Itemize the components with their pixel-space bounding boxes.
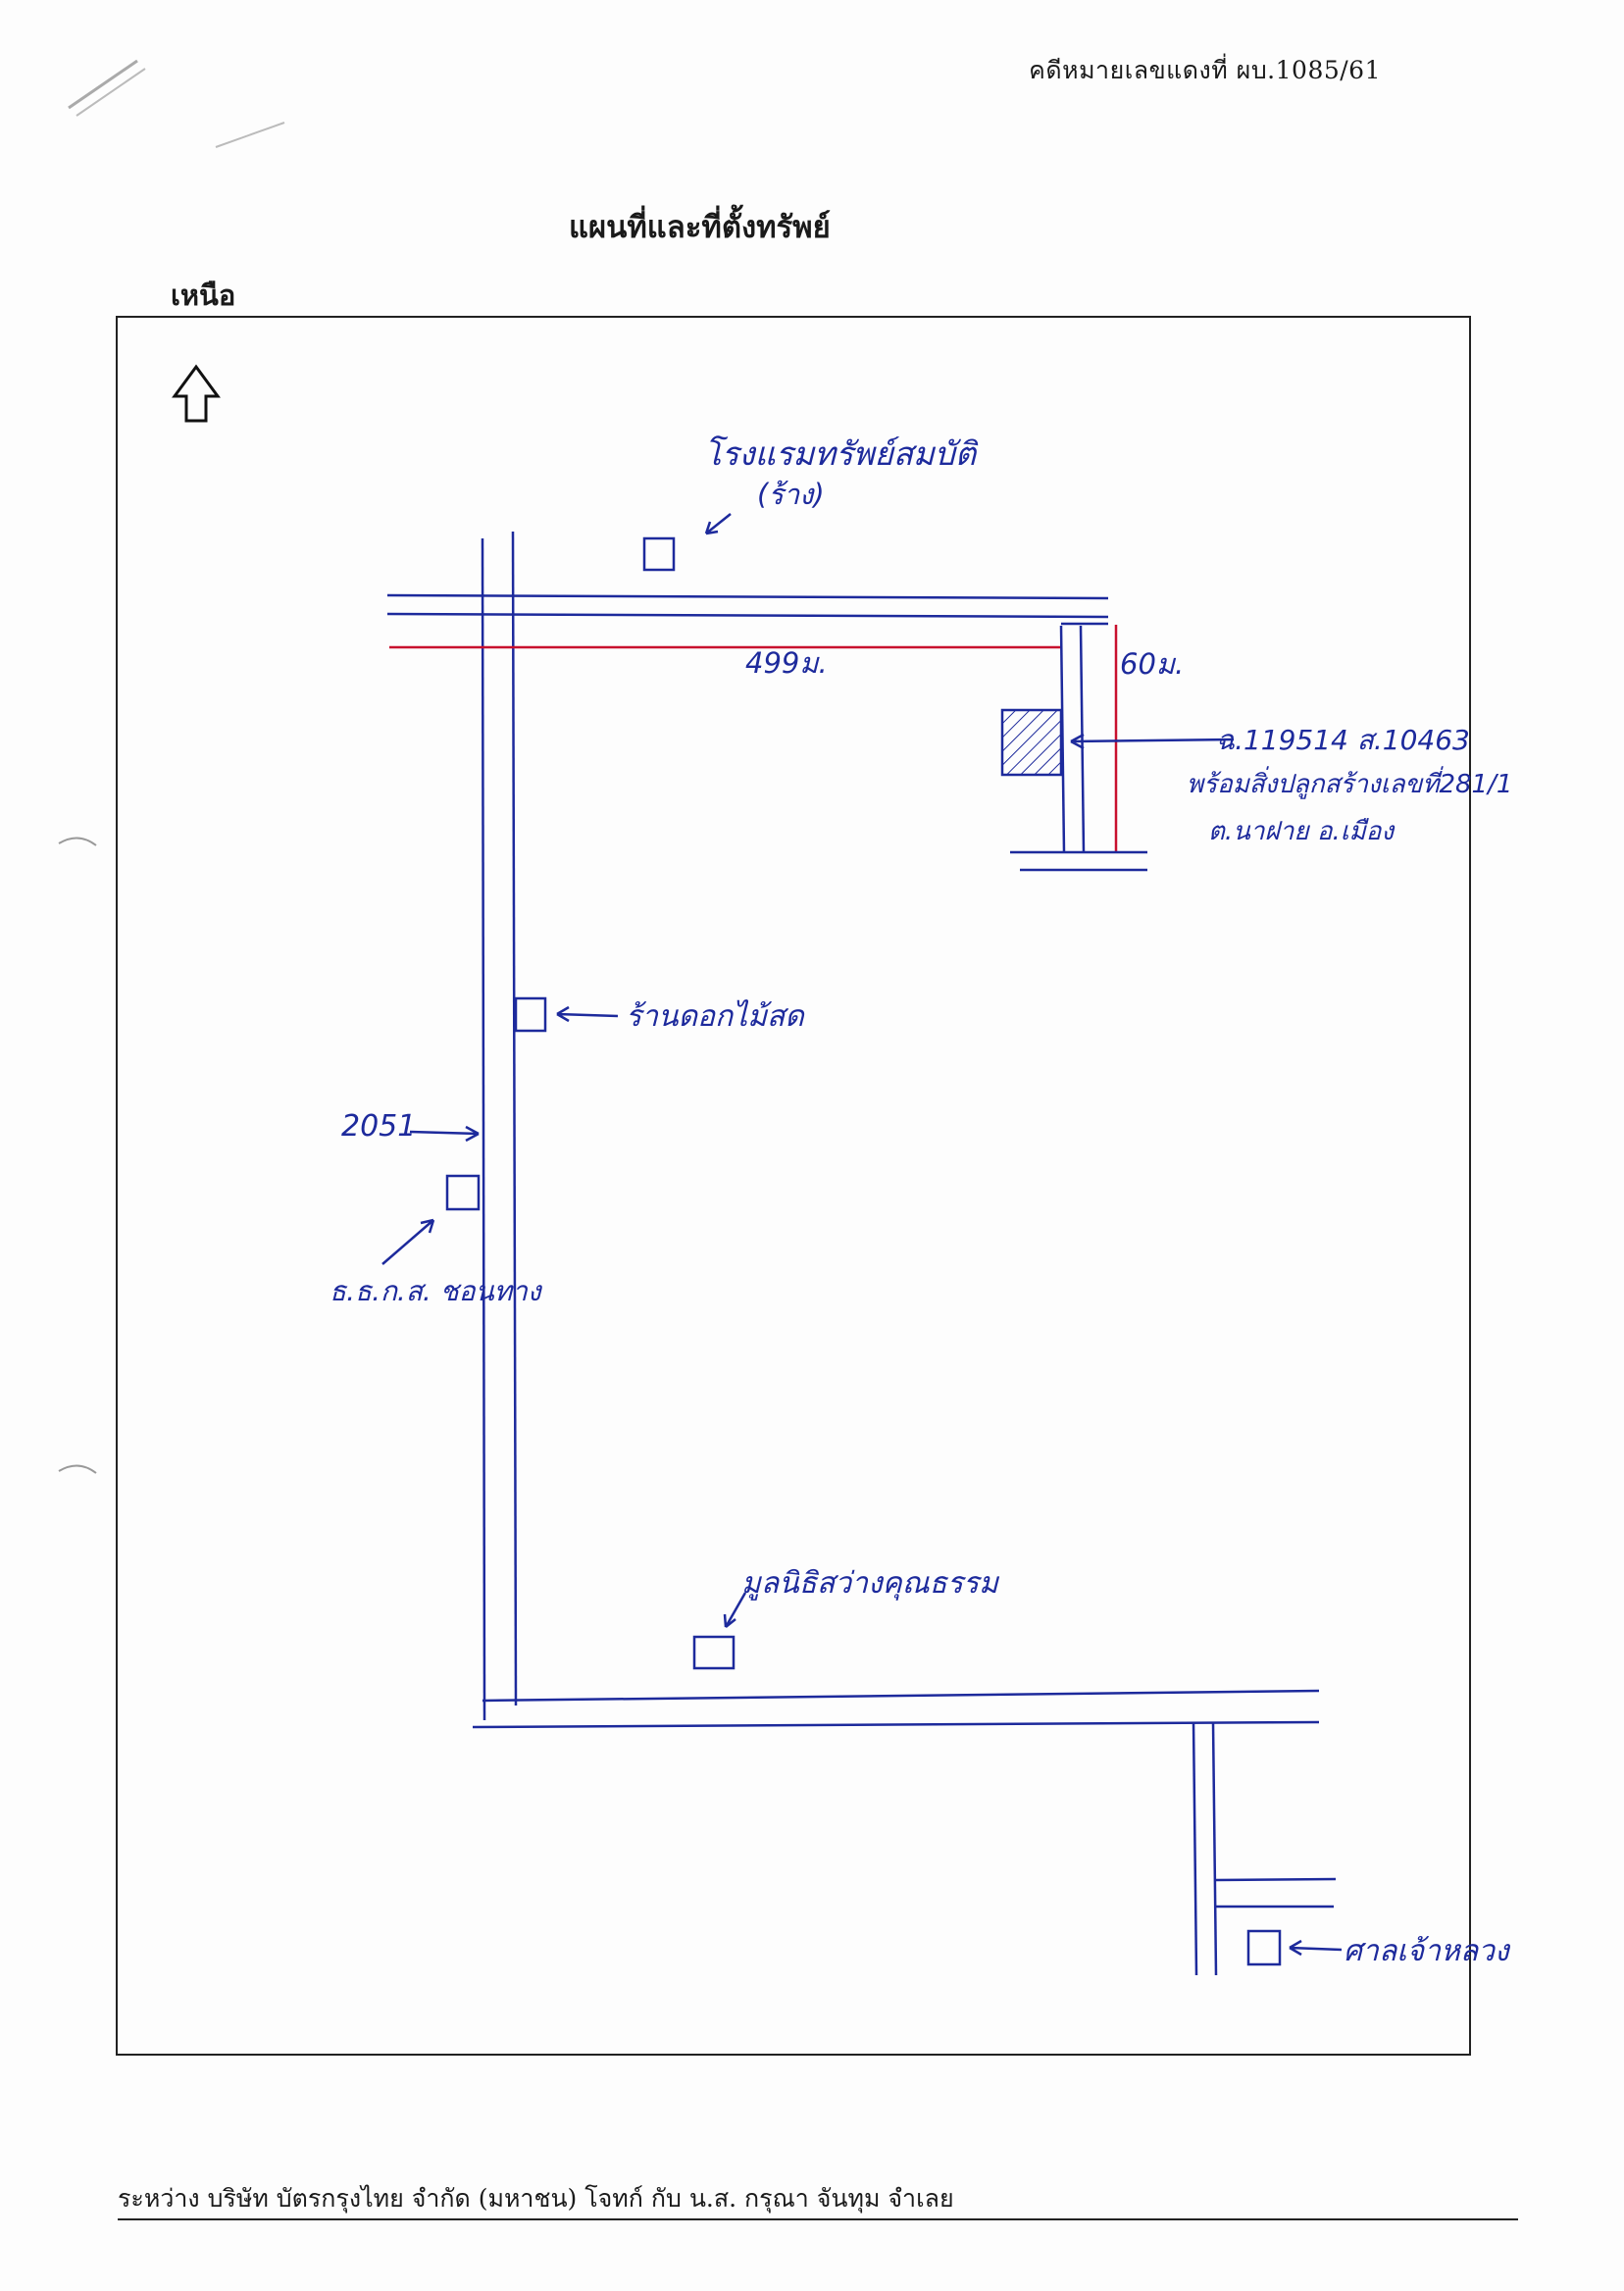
parcel-line-3: ต.นาฝาย อ.เมือง	[1208, 817, 1396, 846]
hotel-label: โรงแรมทรัพย์สมบัติ	[704, 434, 979, 473]
hotel-sub-label: (ร้าง)	[757, 478, 825, 511]
bottom-road	[472, 1689, 1320, 1729]
property-boundary	[389, 625, 1118, 852]
north-arrow-icon	[172, 364, 221, 423]
garden-shop-building	[514, 996, 547, 1033]
parcel-arrow-icon	[1070, 733, 1235, 750]
depth-measure: 60ม.	[1120, 647, 1184, 681]
hotel-arrow-icon	[704, 513, 732, 535]
main-road-vertical	[481, 531, 518, 1721]
bank-arrow-icon	[381, 1218, 435, 1265]
scan-artifact	[68, 59, 285, 148]
hotel-building	[642, 536, 676, 572]
bank-label: ธ.ธ.ก.ส. ชอนทาง	[330, 1275, 543, 1307]
case-number: คดีหมายเลขแดงที่ ผบ.1085/61	[1029, 56, 1381, 84]
footer-rule	[118, 2218, 1518, 2220]
map-frame: โรงแรมทรัพย์สมบัติ (ร้าง) 499ม. 60ม. ฉ.1…	[116, 316, 1512, 2056]
width-measure: 499ม.	[745, 646, 828, 680]
hole-punch-marks	[58, 837, 97, 1474]
side-road	[1010, 622, 1147, 872]
footer-parties: ระหว่าง บริษัท บัตรกรุงไทย จำกัด (มหาชน)…	[118, 2184, 954, 2213]
bank-building	[445, 1174, 481, 1211]
shrine-building	[1246, 1929, 1282, 1966]
shrine-label: ศาลเจ้าหลวง	[1344, 1934, 1511, 1968]
road-number-label: 2051	[341, 1109, 416, 1144]
lower-right-road	[1192, 1721, 1337, 1976]
road-number-arrow-icon	[409, 1125, 480, 1143]
map-canvas: โรงแรมทรัพย์สมบัติ (ร้าง) 499ม. 60ม. ฉ.1…	[172, 364, 1512, 1976]
shrine-arrow-icon	[1289, 1939, 1343, 1957]
foundation-building	[692, 1635, 736, 1670]
map-title: แผนที่และที่ตั้งทรัพย์	[569, 210, 831, 245]
parcel-line-2: พร้อมสิ่งปลูกสร้างเลขที่281/1	[1187, 766, 1512, 799]
garden-shop-label: ร้านดอกไม้สด	[626, 999, 805, 1034]
property-parcel	[1000, 708, 1063, 777]
parcel-line-1: ฉ.119514 ส.10463	[1216, 724, 1470, 756]
foundation-label: มูลนิธิสว่างคุณธรรม	[741, 1566, 1000, 1601]
north-label: เหนือ	[171, 279, 236, 312]
garden-shop-arrow-icon	[556, 1005, 619, 1023]
top-road	[386, 593, 1109, 619]
foundation-arrow-icon	[723, 1592, 747, 1628]
